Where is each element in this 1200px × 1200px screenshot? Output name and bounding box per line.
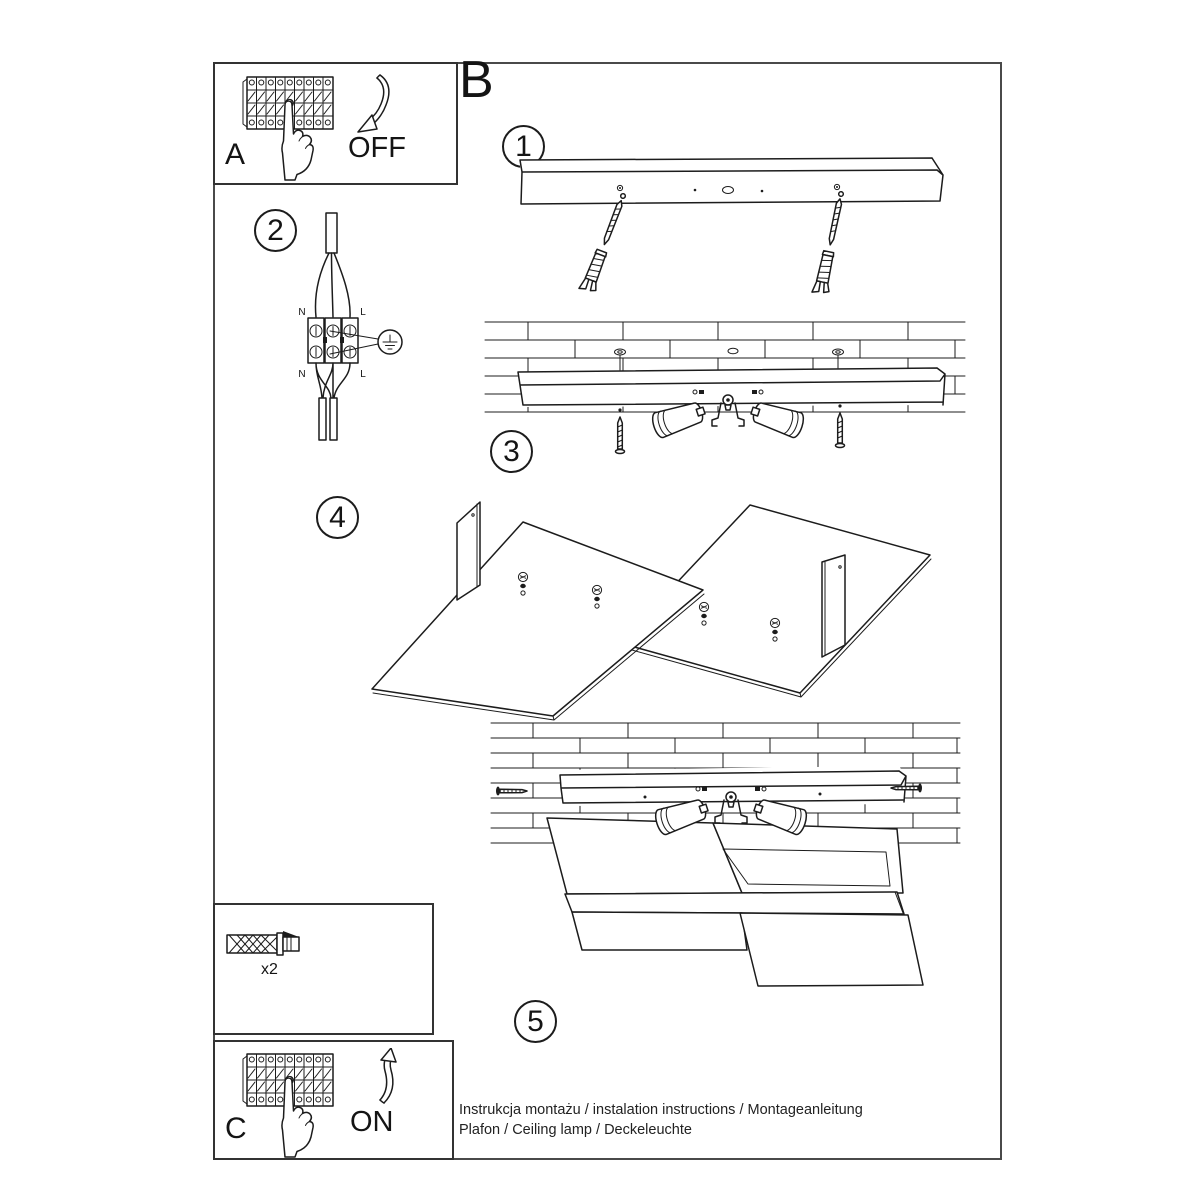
lamp-panels-assembled xyxy=(546,817,924,987)
curved-arrow-down-icon xyxy=(357,74,390,133)
panel-screw-set xyxy=(769,617,781,642)
section-a-box: OFF A xyxy=(213,62,458,185)
page-frame xyxy=(213,62,1002,1160)
panel-screw-set xyxy=(517,571,529,596)
anchor-quantity-label: x2 xyxy=(261,961,278,978)
step-5-badge: 5 xyxy=(514,1000,557,1043)
step-4-drawing xyxy=(371,501,932,721)
side-screw-right xyxy=(890,783,922,793)
terminal-label-n-bottom: N xyxy=(298,369,305,380)
mounting-bar-icon xyxy=(519,157,944,205)
cable-gland-assembly-icon xyxy=(654,786,808,836)
ground-pointer-lines xyxy=(329,330,379,355)
pressing-hand-icon xyxy=(281,101,314,181)
panel-screw-set xyxy=(591,584,603,609)
footer-line-1: Instrukcja montażu / instalation instruc… xyxy=(459,1102,863,1118)
mounting-bar-icon xyxy=(517,367,946,407)
pressing-hand-icon xyxy=(281,1078,314,1158)
wall-anchor-icon xyxy=(226,931,300,956)
supply-cable xyxy=(314,212,351,318)
terminal-block-icon xyxy=(307,317,359,364)
step-4-badge: 4 xyxy=(316,496,359,539)
on-label: ON xyxy=(350,1106,394,1138)
step-2-drawing: N L N L xyxy=(298,212,403,441)
tools-drawing xyxy=(226,931,300,956)
cable-gland-assembly-icon xyxy=(651,389,805,439)
lamp-panel-right xyxy=(619,504,932,698)
step-5-drawing xyxy=(490,722,961,987)
off-label: OFF xyxy=(348,132,406,164)
lamp-panel-left xyxy=(371,501,705,721)
wall-plugs-in-ceiling xyxy=(614,347,844,371)
tools-box: x2 xyxy=(213,903,434,1035)
mounting-bar-icon xyxy=(559,766,907,806)
terminal-label-l-top: L xyxy=(360,307,366,318)
step-3-badge: 3 xyxy=(490,430,533,473)
step-2-badge: 2 xyxy=(254,209,297,252)
fixing-screw-right xyxy=(834,404,846,449)
section-b-label: B xyxy=(459,51,494,109)
fixing-screw-left xyxy=(614,408,626,455)
fixture-cables xyxy=(315,362,351,441)
footer-line-2: Plafon / Ceiling lamp / Deckeleuchte xyxy=(459,1122,692,1138)
section-a-label: A xyxy=(225,138,246,171)
curved-arrow-up-icon xyxy=(379,1048,397,1104)
earth-ground-symbol-icon xyxy=(377,329,403,355)
terminal-label-l-bottom: L xyxy=(360,369,366,380)
panel-screw-set xyxy=(698,601,710,626)
section-c-label: C xyxy=(225,1112,247,1145)
section-c-box: ON C xyxy=(213,1040,454,1160)
wall-anchor-screw-right xyxy=(811,190,845,294)
footer: Instrukcja montażu / instalation instruc… xyxy=(459,1100,999,1140)
side-screw-left xyxy=(496,786,528,796)
step-3-drawing xyxy=(484,321,966,455)
wall-anchor-screw-left xyxy=(578,192,627,292)
step-1-drawing xyxy=(519,157,944,294)
terminal-label-n-top: N xyxy=(298,307,305,318)
